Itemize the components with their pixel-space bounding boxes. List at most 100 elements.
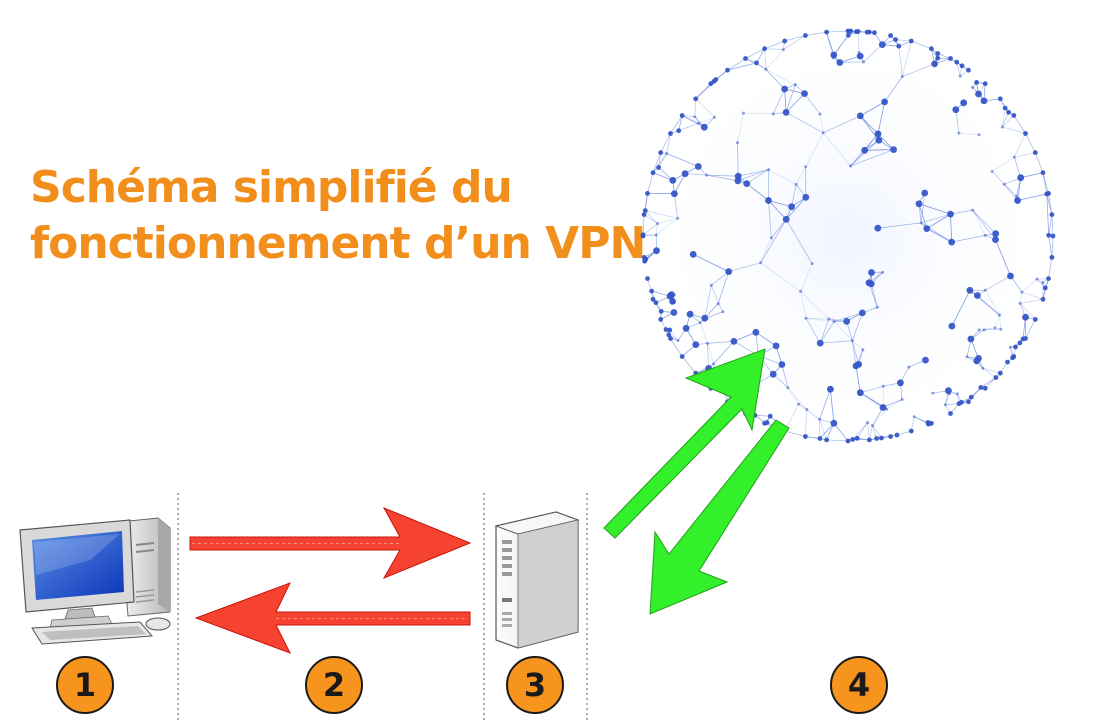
network-node	[881, 98, 888, 106]
network-link	[805, 436, 827, 441]
network-node	[824, 437, 829, 443]
network-node	[957, 131, 961, 135]
network-node	[725, 268, 733, 275]
network-node	[670, 309, 678, 316]
network-node	[947, 210, 954, 218]
network-node	[1012, 155, 1016, 159]
network-link	[833, 321, 853, 341]
network-node	[701, 314, 709, 322]
network-node	[712, 362, 716, 366]
network-node	[716, 302, 720, 306]
network-link	[896, 430, 912, 436]
network-link	[886, 399, 903, 410]
network-node	[875, 136, 883, 144]
network-link	[985, 275, 1011, 291]
network-node	[982, 328, 986, 332]
network-link	[857, 31, 860, 53]
network-link	[768, 200, 792, 208]
network-node	[1023, 131, 1028, 136]
network-node	[900, 75, 904, 78]
network-node	[974, 80, 979, 85]
network-link	[977, 295, 1000, 316]
network-node	[821, 131, 825, 135]
network-link	[805, 132, 824, 167]
network-link	[737, 169, 769, 182]
network-node	[804, 165, 808, 169]
network-node	[1008, 345, 1012, 349]
network-link	[805, 317, 835, 322]
network-node	[871, 424, 874, 428]
network-link	[979, 328, 1001, 331]
network-node	[693, 115, 697, 119]
network-node	[881, 404, 885, 408]
network-link	[1034, 152, 1044, 173]
network-link	[833, 35, 849, 56]
network-node	[752, 328, 760, 336]
network-node	[781, 48, 785, 52]
network-link	[746, 183, 769, 201]
network-node	[1046, 191, 1051, 196]
network-node	[966, 399, 971, 405]
network-link	[783, 35, 806, 50]
network-node	[854, 29, 859, 35]
network-node	[786, 386, 790, 390]
network-node	[736, 141, 739, 145]
network-node	[658, 309, 664, 314]
server-tower-icon	[494, 511, 580, 649]
network-node	[879, 435, 884, 441]
network-link	[918, 203, 928, 229]
title-line-1: Schéma simplifié du	[30, 162, 513, 213]
network-node	[721, 310, 725, 314]
network-link	[980, 377, 997, 388]
network-link	[1003, 184, 1018, 201]
network-link	[819, 318, 830, 344]
network-link	[872, 408, 888, 426]
network-node	[881, 270, 885, 274]
network-link	[754, 414, 771, 417]
network-node	[861, 146, 869, 154]
network-link	[743, 112, 774, 115]
network-link	[764, 48, 767, 70]
network-link	[872, 407, 884, 426]
network-link	[798, 403, 820, 420]
network-node	[681, 170, 689, 178]
network-node	[974, 292, 981, 299]
network-node	[908, 38, 914, 44]
network-node	[874, 436, 879, 441]
network-node	[997, 370, 1003, 376]
network-link	[984, 377, 997, 389]
network-node	[868, 269, 875, 276]
network-link	[642, 223, 658, 236]
network-link	[693, 254, 729, 272]
network-link	[895, 39, 912, 42]
network-link	[652, 152, 662, 173]
network-node	[1002, 105, 1008, 111]
network-node	[1042, 285, 1048, 291]
network-link	[706, 174, 739, 177]
network-node	[908, 428, 914, 434]
network-node	[743, 56, 748, 61]
network-node	[665, 152, 669, 155]
network-node	[1011, 354, 1017, 359]
network-node	[708, 81, 714, 87]
network-link	[707, 341, 734, 344]
network-node	[931, 60, 938, 68]
network-node	[803, 33, 808, 38]
network-link	[660, 133, 671, 153]
network-link	[984, 328, 1001, 331]
network-node	[782, 38, 788, 44]
network-node	[948, 238, 956, 246]
network-node	[679, 113, 685, 118]
network-node	[668, 336, 673, 341]
network-node	[867, 29, 872, 35]
network-node	[971, 208, 975, 212]
network-link	[791, 184, 797, 207]
network-link	[1025, 133, 1036, 153]
network-link	[764, 40, 785, 50]
network-link	[991, 171, 1005, 185]
network-link	[737, 142, 739, 177]
network-link	[982, 368, 997, 378]
network-link	[674, 193, 678, 219]
arrow-server-to-computer	[194, 582, 471, 654]
network-node	[977, 133, 981, 137]
